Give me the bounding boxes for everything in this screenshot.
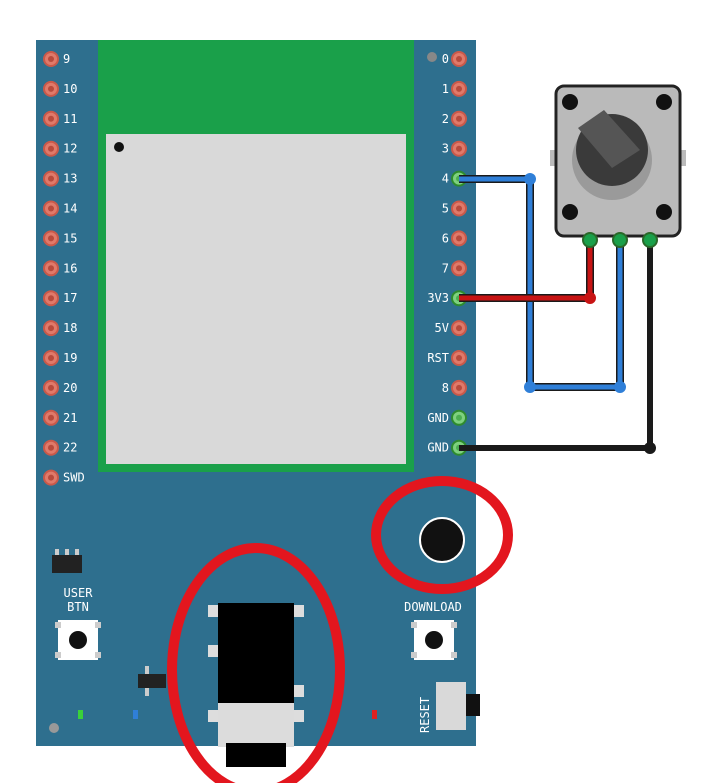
right-pin-label: GND — [427, 411, 449, 425]
left-pin-label: 13 — [63, 172, 77, 186]
right-pin-hole — [456, 115, 462, 122]
left-pin-hole — [48, 414, 54, 421]
left-pin-label: 9 — [63, 52, 70, 66]
right-pin-label: RST — [427, 351, 449, 365]
right-pin-hole — [456, 85, 462, 92]
pin1-dot — [114, 142, 124, 152]
left-pin-hole — [48, 384, 54, 391]
user-label-2: BTN — [67, 600, 89, 614]
led-blue — [133, 710, 138, 719]
reset-label: RESET — [418, 697, 432, 733]
module-shield — [106, 134, 406, 464]
right-pin-label: 4 — [442, 172, 449, 186]
left-pin-label: 12 — [63, 142, 77, 156]
right-pin-label: 1 — [442, 82, 449, 96]
highlight-circle-audio-jack — [167, 543, 345, 783]
right-pin-label: 8 — [442, 381, 449, 395]
left-pin-hole — [48, 444, 54, 451]
audio-jack — [208, 603, 304, 767]
left-pin-label: 20 — [63, 381, 77, 395]
potentiometer-pin-left — [582, 232, 598, 248]
led-green — [78, 710, 83, 719]
user-label-1: USER — [64, 586, 94, 600]
download-button-group: DOWNLOAD — [404, 600, 462, 660]
left-pin-hole — [48, 235, 54, 242]
smd-component — [138, 674, 166, 688]
left-pin-hole — [48, 295, 54, 302]
right-pin-label: 3 — [442, 142, 449, 156]
right-pin-hole — [456, 355, 462, 361]
left-pin-hole — [48, 145, 54, 152]
right-pin-hole — [456, 56, 462, 62]
wire-power-red — [459, 240, 596, 304]
wire-signal-blue — [459, 173, 626, 393]
left-pin-hole — [48, 265, 54, 272]
potentiometer-pin-right — [642, 232, 658, 248]
reset-switch-group: RESET — [418, 682, 480, 733]
left-pin-label: 16 — [63, 261, 77, 275]
potentiometer — [550, 84, 686, 238]
left-pin-hole — [48, 355, 54, 361]
left-pin-hole — [48, 56, 54, 62]
left-pin-label: 19 — [63, 351, 77, 365]
left-pin-hole — [48, 205, 54, 212]
left-pin-hole — [48, 175, 54, 182]
potentiometer-pin-middle — [612, 232, 628, 248]
wire-ground-black — [459, 240, 656, 454]
right-pin-label: 3V3 — [427, 291, 449, 305]
buzzer — [419, 517, 465, 563]
right-pin-hole — [456, 414, 462, 421]
right-pin-hole — [456, 265, 462, 272]
right-pin-hole — [456, 384, 462, 391]
mounting-hole-bottom — [49, 723, 59, 733]
download-label: DOWNLOAD — [404, 600, 462, 614]
user-button-group: USER BTN — [52, 549, 101, 660]
right-pin-label: 7 — [442, 261, 449, 275]
left-pin-hole — [48, 474, 54, 481]
left-pin-label: 18 — [63, 321, 77, 335]
left-pin-label: 17 — [63, 291, 77, 305]
left-pin-hole — [48, 85, 54, 92]
right-pin-hole — [456, 205, 462, 212]
left-pin-label: 22 — [63, 441, 77, 455]
left-pin-hole — [48, 115, 54, 122]
left-pin-label: 14 — [63, 202, 77, 216]
left-pin-label: 15 — [63, 231, 77, 245]
mounting-hole — [427, 52, 437, 62]
led-red — [372, 710, 377, 719]
highlight-circle-buzzer — [371, 476, 513, 594]
right-pin-label: 2 — [442, 112, 449, 126]
right-pin-label: 5V — [435, 321, 449, 335]
left-pin-label: 21 — [63, 411, 77, 425]
right-pin-label: 5 — [442, 202, 449, 216]
left-pin-label: 10 — [63, 82, 77, 96]
reset-switch[interactable] — [436, 682, 466, 730]
left-pin-label: SWD — [63, 471, 85, 485]
left-pin-label: 11 — [63, 112, 77, 126]
left-pin-hole — [48, 325, 54, 332]
right-pin-hole — [456, 325, 462, 332]
right-pin-label: 6 — [442, 231, 449, 245]
right-pin-hole — [456, 235, 462, 242]
right-pin-label: 0 — [442, 52, 449, 66]
right-pin-hole — [456, 145, 462, 152]
right-pin-label: GND — [427, 441, 449, 455]
